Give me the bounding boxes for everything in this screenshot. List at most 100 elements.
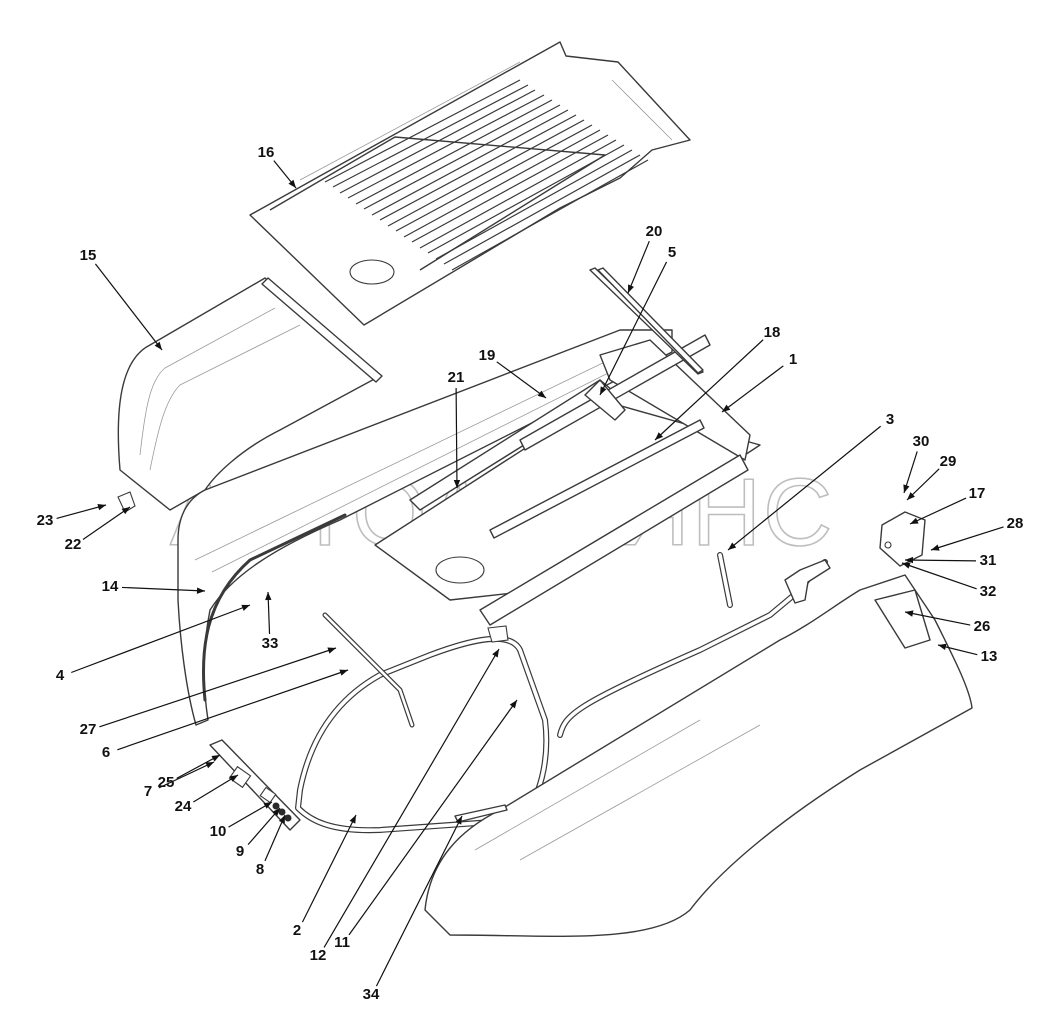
callout-10: 10	[210, 801, 273, 840]
leader-arrow-26	[905, 610, 914, 617]
part-22-23-clip	[117, 491, 136, 513]
callout-label-33: 33	[262, 635, 279, 652]
roof-hatch-hole	[349, 259, 395, 285]
callout-label-34: 34	[363, 986, 380, 1003]
callout-6: 6	[102, 669, 349, 761]
callout-label-25: 25	[158, 774, 175, 791]
leader-line-22	[82, 506, 131, 540]
leader-line-27	[99, 647, 337, 728]
callout-33: 33	[262, 591, 279, 652]
callout-31: 31	[904, 552, 997, 569]
callout-22: 22	[65, 506, 131, 553]
part-3-support-tube	[557, 552, 831, 738]
callout-label-19: 19	[479, 347, 496, 364]
callout-layer: 1234567891011121314151617181920212223242…	[37, 144, 1024, 1003]
leader-arrow-18	[655, 432, 664, 440]
callout-14: 14	[102, 578, 206, 595]
callout-label-10: 10	[210, 823, 227, 840]
callout-label-16: 16	[258, 144, 275, 161]
callout-label-32: 32	[980, 583, 997, 600]
leader-arrow-33	[265, 592, 272, 601]
callout-label-28: 28	[1007, 515, 1024, 532]
callout-label-14: 14	[102, 578, 119, 595]
callout-label-18: 18	[764, 324, 781, 341]
callout-30: 30	[903, 433, 930, 494]
callout-23: 23	[37, 504, 107, 529]
callout-18: 18	[654, 324, 781, 441]
leader-arrow-24	[229, 775, 238, 782]
callout-label-6: 6	[102, 744, 110, 761]
callout-label-4: 4	[56, 667, 65, 684]
callout-label-30: 30	[913, 433, 930, 450]
callout-4: 4	[56, 604, 251, 684]
part-34-strip	[454, 804, 508, 823]
callout-16: 16	[258, 144, 297, 189]
leader-arrow-3	[728, 542, 737, 550]
leader-line-26	[904, 611, 971, 626]
callout-label-21: 21	[448, 369, 465, 386]
leader-arrow-11	[509, 700, 517, 709]
callout-label-26: 26	[974, 618, 991, 635]
callout-label-1: 1	[789, 351, 797, 368]
leader-arrow-10	[263, 802, 272, 809]
leader-line-17	[909, 497, 967, 525]
leader-arrow-29	[907, 492, 915, 500]
leader-arrow-30	[903, 484, 910, 493]
callout-34: 34	[363, 815, 463, 1003]
callout-28: 28	[930, 515, 1024, 551]
leader-arrow-15	[154, 341, 162, 350]
leader-arrow-16	[288, 179, 296, 188]
leader-line-32	[901, 562, 977, 590]
callout-32: 32	[901, 562, 997, 600]
leader-line-12	[323, 648, 500, 948]
callout-8: 8	[256, 814, 286, 878]
callout-19: 19	[479, 347, 547, 399]
leader-arrow-14	[196, 587, 205, 594]
frame-hatch-hole	[435, 556, 485, 584]
callout-label-24: 24	[175, 798, 192, 815]
callout-label-8: 8	[256, 861, 264, 878]
callout-label-31: 31	[980, 552, 997, 569]
leader-arrow-32	[902, 562, 911, 569]
callout-label-27: 27	[80, 721, 97, 738]
callout-label-11: 11	[334, 934, 350, 951]
part-15-front-cap	[117, 277, 383, 511]
callout-21: 21	[448, 369, 465, 489]
leader-arrow-31	[905, 556, 914, 564]
leader-line-8	[264, 814, 286, 862]
leader-line-14	[121, 586, 206, 592]
callout-2: 2	[293, 814, 357, 939]
leader-arrow-12	[492, 649, 499, 658]
leader-line-1	[721, 365, 784, 413]
part-17-cover-plate	[879, 511, 926, 567]
callout-label-3: 3	[886, 411, 894, 428]
leader-arrow-1	[722, 404, 731, 412]
roof-grille-slats	[324, 79, 649, 271]
leader-line-19	[496, 361, 547, 399]
part-16-roof-panel	[249, 41, 691, 326]
callout-11: 11	[334, 699, 518, 951]
leader-arrow-34	[455, 816, 462, 825]
leader-line-28	[930, 526, 1004, 551]
leader-line-9	[247, 807, 281, 845]
leader-arrow-8	[278, 815, 285, 824]
callout-12: 12	[310, 648, 500, 964]
leader-arrow-9	[272, 808, 280, 817]
leader-line-25	[176, 754, 221, 779]
callout-29: 29	[906, 453, 956, 501]
leader-line-2	[301, 814, 357, 923]
part-6-cross-brace	[322, 612, 415, 728]
callout-26: 26	[904, 610, 991, 635]
leader-line-18	[654, 339, 764, 441]
callout-17: 17	[909, 485, 985, 525]
callout-15: 15	[80, 247, 163, 351]
leader-line-10	[228, 801, 273, 828]
callout-label-22: 22	[65, 536, 82, 553]
leader-arrow-4	[241, 604, 250, 611]
callout-label-7: 7	[144, 783, 152, 800]
callout-9: 9	[236, 807, 281, 860]
leader-arrow-20	[628, 284, 635, 293]
leader-arrow-7	[205, 762, 214, 769]
leader-line-31	[904, 559, 977, 562]
